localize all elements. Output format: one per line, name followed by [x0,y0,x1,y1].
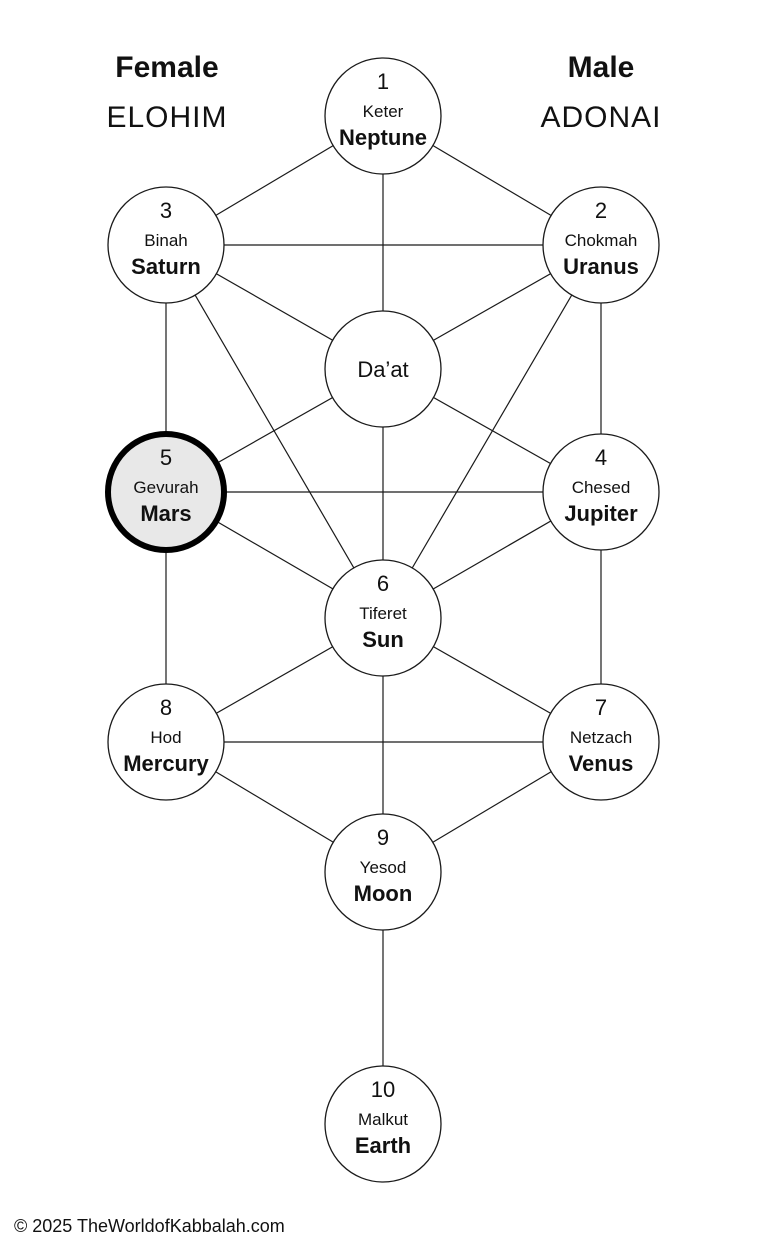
sephira-number-chokmah: 2 [595,198,607,223]
sephira-name-chokmah: Chokmah [565,231,638,250]
sephira-circle-tiferet [324,559,442,677]
sephira-name-daat: Da’at [357,357,408,382]
sephira-circle-hod [107,683,225,801]
copyright-notice: © 2025 TheWorldofKabbalah.com [14,1216,285,1236]
sephira-circle-binah [107,186,225,304]
sephira-planet-keter: Neptune [339,125,427,150]
sephira-daat: Da’at [324,310,442,428]
sephira-name-keter: Keter [363,102,404,121]
heading-elohim: ELOHIM [106,101,227,134]
sephira-number-gevurah: 5 [160,445,172,470]
sephira-name-tiferet: Tiferet [359,604,407,623]
sephira-planet-hod: Mercury [123,751,209,776]
sephira-number-hod: 8 [160,695,172,720]
sephira-circle-malkut [324,1065,442,1183]
sephira-circle-gevurah [105,431,227,553]
sephira-circle-keter [324,57,442,175]
sephira-name-gevurah: Gevurah [133,478,198,497]
sephira-name-binah: Binah [144,231,187,250]
sephira-circle-yesod [324,813,442,931]
sephira-number-binah: 3 [160,198,172,223]
sephira-name-chesed: Chesed [572,478,631,497]
sephira-planet-gevurah: Mars [140,501,191,526]
heading-adonai: ADONAI [540,101,661,134]
sephira-number-chesed: 4 [595,445,607,470]
sephira-planet-yesod: Moon [354,881,413,906]
sephira-circle-chesed [542,433,660,551]
sephira-number-yesod: 9 [377,825,389,850]
sephira-name-netzach: Netzach [570,728,632,747]
sephira-planet-binah: Saturn [131,254,201,279]
sephira-name-hod: Hod [150,728,181,747]
sephira-circle-netzach [542,683,660,801]
sephira-planet-tiferet: Sun [362,627,404,652]
sephira-circle-daat [324,310,442,428]
sephira-planet-netzach: Venus [569,751,634,776]
heading-male: Male [568,51,635,84]
sephira-number-keter: 1 [377,69,389,94]
sephira-circle-chokmah [542,186,660,304]
sephira-number-malkut: 10 [371,1077,395,1102]
sephira-planet-chesed: Jupiter [564,501,638,526]
sephira-number-tiferet: 6 [377,571,389,596]
sephira-planet-chokmah: Uranus [563,254,639,279]
sephira-planet-malkut: Earth [355,1133,411,1158]
path-chokmah-tiferet [382,244,602,619]
heading-female: Female [115,51,218,84]
sephira-name-malkut: Malkut [358,1110,408,1129]
path-binah-tiferet [165,244,384,619]
sephira-name-yesod: Yesod [360,858,407,877]
sephira-number-netzach: 7 [595,695,607,720]
